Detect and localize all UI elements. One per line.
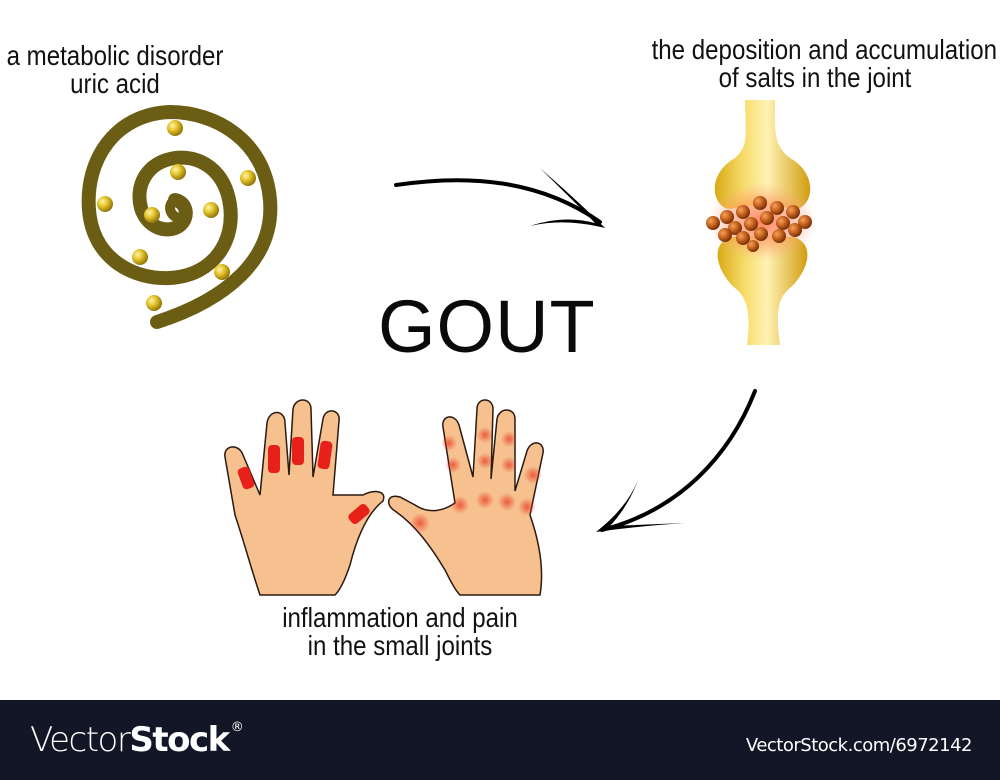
step2-label-line2: of salts in the joint <box>718 62 912 93</box>
joint-crystals-icon <box>706 100 817 345</box>
step3-label-line1: inflammation and pain <box>282 602 518 633</box>
vectorstock-logo: VectorStock® <box>30 720 244 760</box>
arrow-step2-to-step3 <box>596 389 757 532</box>
step1-label-line1: a metabolic disorder <box>6 40 224 71</box>
step3-label: inflammation and pain in the small joint… <box>267 604 534 660</box>
spiral-uric-acid-icon <box>81 104 278 329</box>
step3-label-line2: in the small joints <box>307 630 493 661</box>
diagram-canvas: a metabolic disorder uric acid <box>0 34 997 660</box>
step1-label-line2: uric acid <box>70 68 160 99</box>
inflamed-hands-icon <box>224 399 544 596</box>
step2-label-line1: the deposition and accumulation <box>651 34 997 65</box>
step2-label: the deposition and accumulation of salts… <box>651 34 997 93</box>
arrow-step1-to-step2 <box>394 168 605 228</box>
diagram-title: GOUT <box>378 285 596 368</box>
image-url: VectorStock.com/6972142 <box>745 735 973 756</box>
step1-label: a metabolic disorder uric acid <box>0 42 231 98</box>
logo-bold-text: Stock <box>129 720 230 760</box>
watermark-footer: VectorStock® VectorStock.com/6972142 <box>0 700 1000 780</box>
registered-mark: ® <box>230 719 244 735</box>
logo-light-text: Vector <box>30 720 131 760</box>
